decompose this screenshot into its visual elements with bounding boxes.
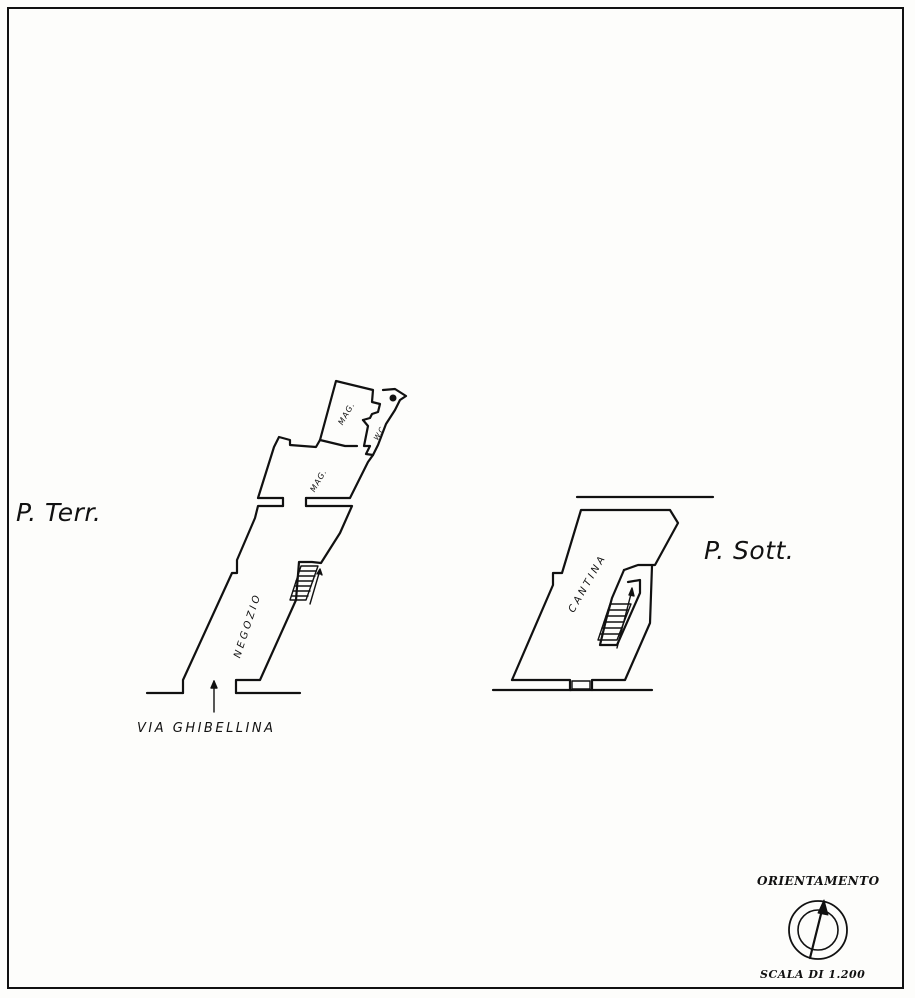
- cantina-outer-wall: [510, 508, 680, 682]
- mag-upper-walls: [318, 379, 382, 442]
- negozio-left-wall: [181, 504, 285, 695]
- ground-floor-label: P. Terr.: [16, 498, 102, 527]
- entrance-arrow-icon: [210, 680, 218, 713]
- basement-floor-label: P. Sott.: [704, 536, 795, 565]
- mag-upper-bottom: [318, 438, 359, 448]
- basement-stairs-icon: [597, 587, 635, 649]
- mag-lower-bottom: [256, 453, 375, 500]
- negozio-right-wall: [234, 504, 354, 695]
- basement-doorway: [571, 680, 591, 690]
- wc-walls: [361, 387, 408, 457]
- ground-floor-plan: [145, 379, 408, 713]
- street-name-label: VIA GHIBELLINA: [137, 721, 276, 736]
- north-arrow-compass-icon: [788, 899, 848, 960]
- chimney-flue-icon: [389, 394, 397, 402]
- cantina-partition: [598, 568, 642, 647]
- basement-plan: [491, 495, 715, 692]
- scale-label: SCALA DI 1.200: [760, 968, 866, 981]
- ground-stairs-icon: [289, 565, 323, 605]
- cantina-lower-wall: [510, 564, 654, 692]
- orientation-title: ORIENTAMENTO: [757, 874, 880, 888]
- sheet-border: [7, 7, 904, 989]
- mag-lower-left-wall: [256, 435, 322, 500]
